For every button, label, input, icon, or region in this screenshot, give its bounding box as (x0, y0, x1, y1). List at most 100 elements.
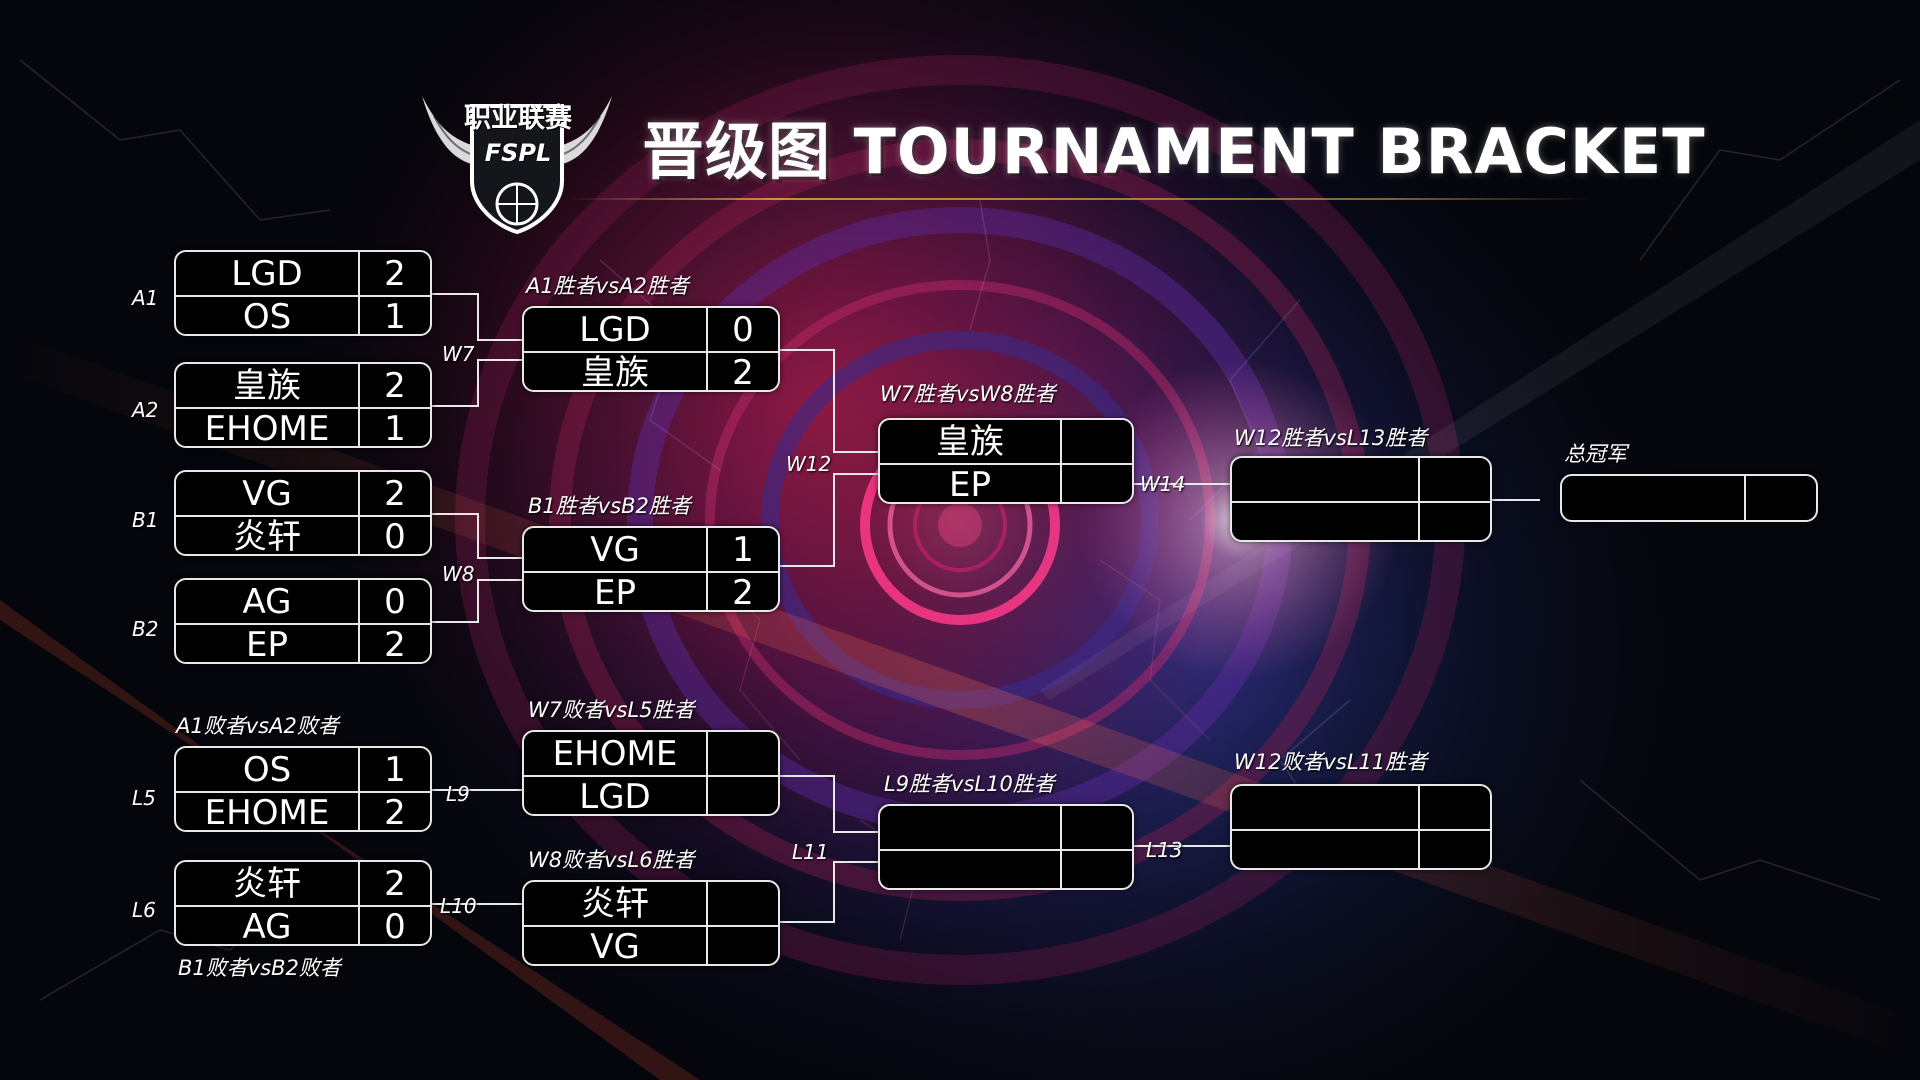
team-name (1232, 501, 1418, 540)
team-score (706, 925, 778, 964)
match-title-l10: W8败者vsL6胜者 (528, 848, 695, 872)
group-label-a1: A1 (132, 286, 159, 310)
group-label-l6: L6 (132, 898, 156, 922)
group-label-b2: B2 (132, 617, 159, 641)
match-title-l9: W7败者vsL5胜者 (528, 698, 695, 722)
team-name (1232, 458, 1418, 501)
match-row (1232, 829, 1490, 868)
match-row (1232, 786, 1490, 831)
team-score: 1 (706, 528, 778, 571)
match-w8[interactable]: VG 1 EP 2 (522, 526, 780, 612)
match-w14[interactable] (1230, 456, 1492, 542)
team-name: LGD (579, 776, 651, 816)
match-row: LGD 0 (524, 308, 778, 353)
match-b1[interactable]: VG 2 炎轩 0 (174, 470, 432, 556)
connector-label-l13: L13 (1146, 838, 1183, 862)
match-row (1562, 476, 1816, 520)
match-row: EP (880, 463, 1132, 504)
team-score: 2 (358, 862, 430, 905)
match-b2[interactable]: AG 0 EP 2 (174, 578, 432, 664)
team-score (1744, 476, 1816, 520)
match-l11[interactable] (878, 804, 1134, 890)
match-row: LGD (524, 775, 778, 816)
team-score (1060, 463, 1132, 502)
team-score (1418, 501, 1490, 540)
group-label-a2: A2 (132, 398, 159, 422)
logo-abbr: FSPL (484, 139, 552, 167)
match-row: AG 0 (176, 580, 430, 625)
team-name (880, 806, 1060, 849)
team-score: 0 (358, 580, 430, 623)
group-label-b1: B1 (132, 508, 159, 532)
match-champion[interactable] (1560, 474, 1818, 522)
match-row: 炎轩 (524, 882, 778, 927)
match-title-l11: L9胜者vsL10胜者 (884, 772, 1055, 796)
match-a1[interactable]: LGD 2 OS 1 (174, 250, 432, 336)
match-row: VG 2 (176, 472, 430, 517)
team-name: EP (949, 464, 991, 504)
team-name: OS (242, 296, 292, 336)
connector-label-w8: W8 (442, 562, 475, 586)
team-name: LGD (579, 309, 651, 350)
team-name: EP (594, 572, 636, 612)
match-a2[interactable]: 皇族 2 EHOME 1 (174, 362, 432, 448)
team-name (1232, 786, 1418, 829)
match-l6[interactable]: 炎轩 2 AG 0 (174, 860, 432, 946)
match-row: 炎轩 2 (176, 862, 430, 907)
match-w12[interactable]: 皇族 EP (878, 418, 1134, 504)
match-l9[interactable]: EHOME LGD (522, 730, 780, 816)
group-label-l5: L5 (132, 786, 156, 810)
match-title-w7: A1胜者vsA2胜者 (526, 274, 689, 298)
team-score: 2 (706, 571, 778, 610)
team-name: AG (242, 906, 292, 946)
team-score (1060, 806, 1132, 849)
match-title-w12: W7胜者vsW8胜者 (880, 382, 1056, 406)
team-score (1418, 829, 1490, 868)
team-score: 2 (358, 791, 430, 830)
team-name: 皇族 (936, 421, 1004, 462)
logo-text: 职业联赛 (464, 103, 572, 134)
team-score (1418, 458, 1490, 501)
match-row: VG 1 (524, 528, 778, 573)
team-name: EP (246, 624, 288, 664)
match-row (1232, 501, 1490, 540)
connector-label-l9: L9 (446, 782, 470, 806)
match-title-champion: 总冠军 (1564, 442, 1627, 466)
team-score: 2 (358, 364, 430, 407)
team-score (1060, 420, 1132, 463)
team-score: 1 (358, 748, 430, 791)
team-name: VG (590, 529, 640, 570)
team-name (880, 849, 1060, 888)
team-score: 2 (706, 351, 778, 390)
match-l5[interactable]: OS 1 EHOME 2 (174, 746, 432, 832)
team-name (1232, 829, 1418, 868)
page-title: 晋级图 TOURNAMENT BRACKET (642, 115, 1706, 188)
match-row: EHOME 2 (176, 791, 430, 832)
match-w7[interactable]: LGD 0 皇族 2 (522, 306, 780, 392)
team-name: 炎轩 (581, 883, 649, 924)
match-row: EP 2 (176, 623, 430, 664)
team-name: EHOME (552, 733, 678, 774)
match-l13[interactable] (1230, 784, 1492, 870)
match-row: 皇族 (880, 420, 1132, 465)
team-score: 1 (358, 407, 430, 446)
team-score: 0 (358, 905, 430, 944)
team-name: VG (242, 473, 292, 514)
team-name: EHOME (204, 792, 330, 832)
match-row (880, 806, 1132, 851)
match-row: 皇族 2 (524, 351, 778, 390)
match-row: OS 1 (176, 295, 430, 336)
fspl-logo (422, 96, 612, 235)
team-name: AG (242, 581, 292, 622)
match-title-l5: A1败者vsA2败者 (176, 714, 339, 738)
header-divider (570, 198, 1590, 200)
match-row (880, 849, 1132, 888)
team-score: 2 (358, 252, 430, 295)
match-row: EP 2 (524, 571, 778, 612)
connector-label-l11: L11 (792, 840, 829, 864)
match-l10[interactable]: 炎轩 VG (522, 880, 780, 966)
match-row: 炎轩 0 (176, 515, 430, 554)
match-row: EHOME (524, 732, 778, 777)
